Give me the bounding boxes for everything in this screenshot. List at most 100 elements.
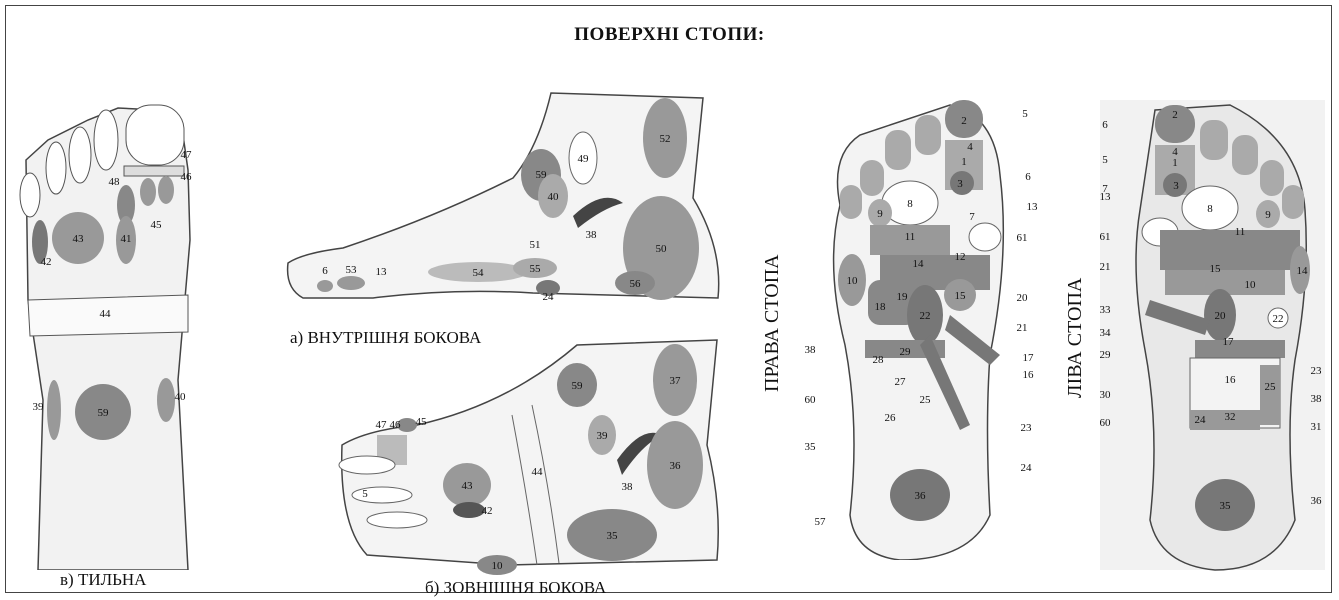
inner-zone-label: 55 [530,263,542,275]
right-zone-label: 61 [1017,232,1028,244]
left-zone-label: 30 [1100,389,1111,401]
zone-53 [337,276,365,290]
zone-47-band [124,166,184,176]
right-zone-label: 2 [961,115,967,127]
left-zone-label: 61 [1100,231,1111,243]
dorsal-zone-label: 43 [73,233,85,245]
toe-2 [1200,120,1228,160]
left-zone-label: 1 [1172,157,1178,169]
toe-5 [20,173,40,217]
dorsal-zone-label: 44 [100,308,112,320]
zone-6 [317,280,333,292]
left-zone-label: 35 [1220,500,1232,512]
left-zone-label: 3 [1173,180,1179,192]
outer-zone-label: 5 [362,488,368,500]
right-zone-label: 38 [805,344,817,356]
toe-outer-3 [367,512,427,528]
left-zone-label: 17 [1223,336,1235,348]
right-zone-label: 4 [967,141,973,153]
right-zone-label: 19 [897,291,909,303]
big-toe [126,105,184,165]
left-zone-label: 16 [1225,374,1237,386]
left-zone-label: 25 [1265,381,1277,393]
toe-5 [1282,185,1304,219]
left-zone-label: 22 [1273,313,1284,325]
right-zone-label: 28 [873,354,885,366]
left-zone-label: 33 [1100,304,1111,316]
inner-zone-label: 24 [543,291,555,303]
dorsal-zone-label: 41 [121,233,132,245]
zone-45b [158,176,174,204]
right-zone-label: 36 [915,490,927,502]
outer-zone-label: 47 [376,419,388,431]
dorsal-zone-label: 39 [33,401,45,413]
right-zone-label: 60 [805,394,817,406]
right-zone-label: 8 [907,198,913,210]
right-zone-label: 26 [885,412,897,424]
inner-zone-label: 52 [660,133,671,145]
zone-29 [1195,340,1285,358]
outer-zone-label: 35 [607,530,619,542]
right-zone-label: 12 [955,251,966,263]
left-zone-label: 21 [1100,261,1111,273]
outer-zone-label: 59 [572,380,584,392]
inner-zone-label: 13 [376,266,388,278]
zone-42 [453,502,485,518]
inner-zone-label: 53 [346,264,358,276]
dorsal-zone-label: 48 [109,176,121,188]
inner-zone-label: 50 [656,243,668,255]
right-zone-label: 57 [815,516,827,528]
dorsal-zone-label: 42 [41,256,52,268]
outer-zone-label: 43 [462,480,474,492]
dorsal-zone-label: 45 [151,219,163,231]
right-zone-label: 27 [895,376,907,388]
outer-zone-label: 39 [597,430,609,442]
left-zone-label: 11 [1235,226,1246,238]
inner-zone-label: 59 [536,169,548,181]
right-zone-label: 3 [957,178,963,190]
right-zone-label: 9 [877,208,883,220]
caption-outer: б) ЗОВНІШНЯ БОКОВА [425,578,606,598]
toe-5 [840,185,862,219]
left-zone-label: 20 [1215,310,1227,322]
left-zone-label: 36 [1311,495,1323,507]
outer-zone-label: 46 [390,419,402,431]
left-zone-label: 38 [1311,393,1323,405]
right-zone-label: 35 [805,441,817,453]
left-zone-label: 9 [1265,209,1271,221]
dorsal-zone-label: 47 [181,149,193,161]
toe-4 [46,142,66,194]
left-zone-label: 23 [1311,365,1323,377]
inner-zone-label: 6 [322,265,328,277]
right-zone-label: 16 [1023,369,1035,381]
toe-3 [885,130,911,170]
inner-foot-diagram: 595249403850516531354552456 [283,88,743,308]
left-zone-label: 6 [1102,119,1108,131]
outer-zone-label: 42 [482,505,493,517]
zone-40 [157,378,175,422]
dorsal-zone-label: 40 [175,391,187,403]
left-zone-label: 14 [1297,265,1309,277]
left-zone-label: 10 [1245,279,1257,291]
right-zone-label: 6 [1025,171,1031,183]
outer-zone-label: 37 [670,375,682,387]
right-zone-label: 7 [969,211,975,223]
right-zone-label: 24 [1021,462,1033,474]
right-zone-label: 25 [920,394,932,406]
right-sole-diagram: 5241361387619111214102015191822211716292… [800,95,1050,560]
outer-zone-label: 44 [532,466,544,478]
left-zone-label: 60 [1100,417,1111,429]
left-zone-label: 34 [1100,327,1111,339]
outer-zone-label: 38 [622,481,634,493]
right-zone-label: 15 [955,290,967,302]
inner-zone-label: 51 [530,239,541,251]
caption-dorsal: в) ТИЛЬНА [60,570,146,590]
caption-left: ЛІВА СТОПА [1064,278,1087,398]
right-zone-label: 14 [913,258,925,270]
toe-3 [1232,135,1258,175]
zone-39 [47,380,61,440]
right-zone-label: 22 [920,310,931,322]
right-zone-label: 13 [1027,201,1039,213]
toe-outer-1 [339,456,395,474]
